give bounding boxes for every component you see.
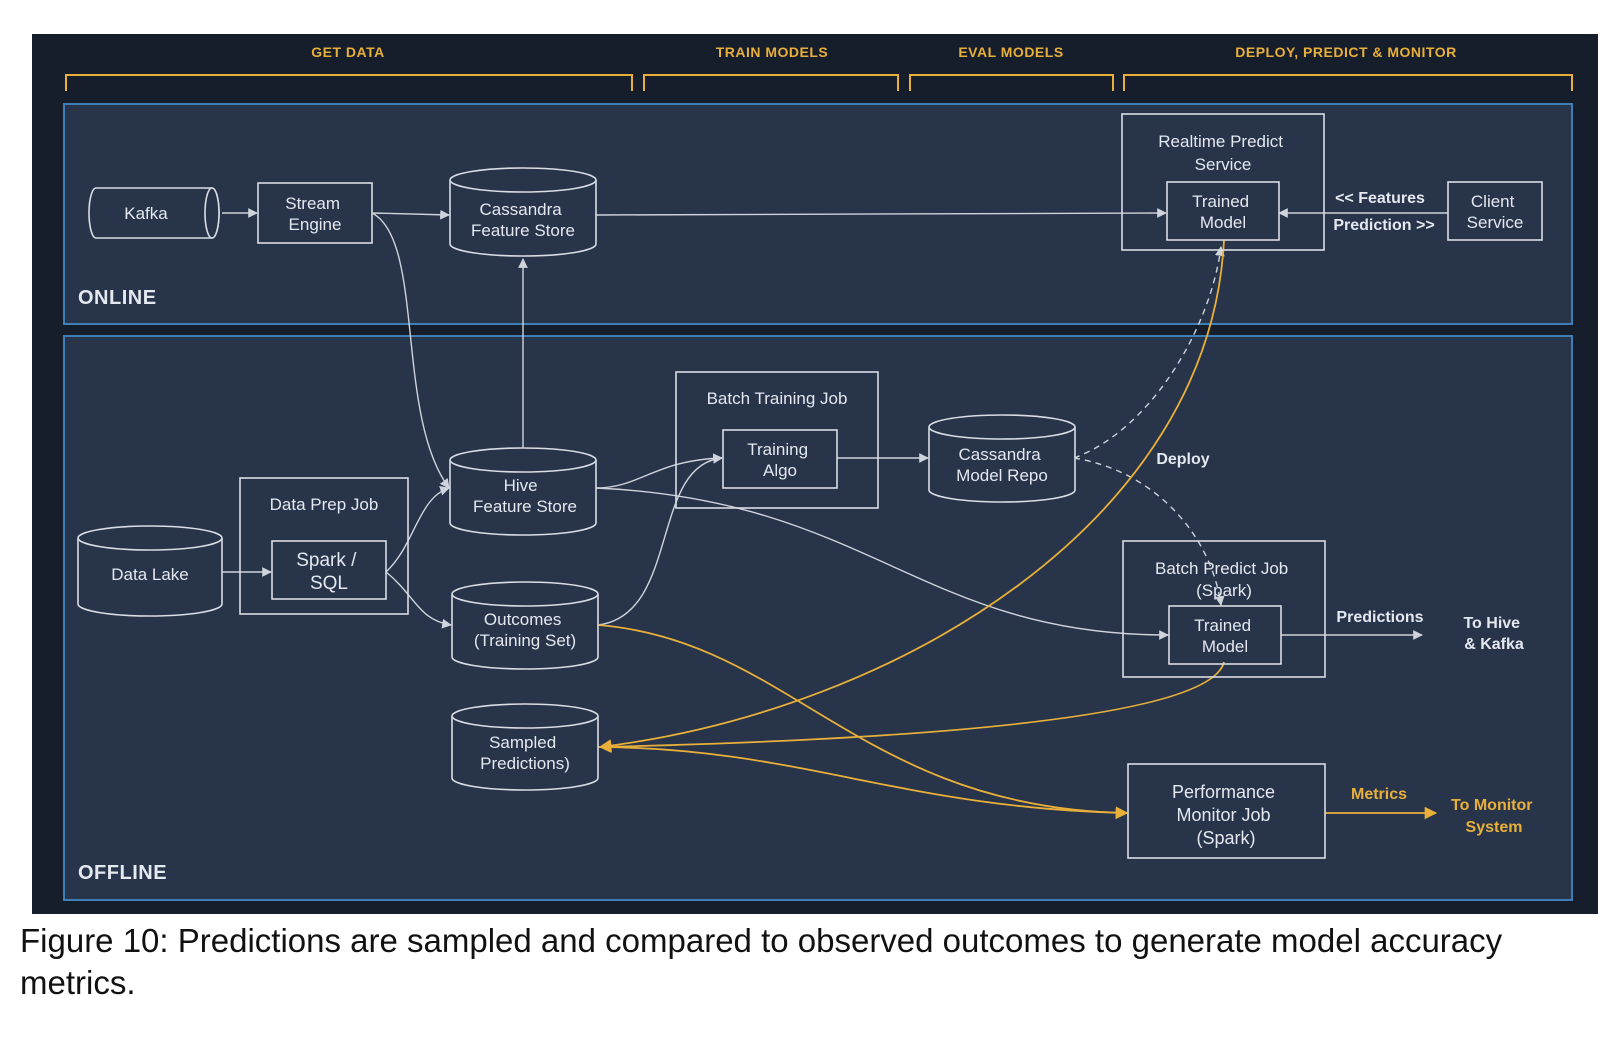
outcomes-label: Outcomes (Training Set) [474,610,576,650]
offline-zone-label: OFFLINE [78,862,167,884]
bracket-deploy [1123,74,1573,91]
predictions-edge-label: Predictions [1336,609,1423,626]
stage-brackets [65,74,1573,91]
batch-predict-job-node: Batch Predict Job (Spark) Trained Model [1122,540,1326,678]
data-lake-node: Data Lake [77,525,223,617]
trained-model-online-node: Trained Model [1166,181,1280,241]
edge-hive-training-algo [595,453,723,489]
training-algo-label: Training Algo [747,440,813,480]
trained-model-batch-label: Trained Model [1194,616,1256,656]
figure-caption: Figure 10: Predictions are sampled and c… [20,922,1503,1001]
sampled-predictions-label: Sampled Predictions) [480,733,570,773]
edge-cassandra-trained-model [595,208,1167,218]
cassandra-feature-store-label: Cassandra Feature Store [471,200,575,240]
connectors [222,208,1448,820]
batch-training-job-node: Batch Training Job Training Algo [675,371,879,509]
bracket-train-models [643,74,899,91]
edge-online-model-sampled [598,239,1225,752]
metrics-edge-label: Metrics [1351,786,1407,803]
edge-outcomes-training-algo [597,453,723,626]
cassandra-feature-store-node: Cassandra Feature Store [449,167,597,257]
data-lake-label: Data Lake [111,565,189,584]
stage-deploy-predict-monitor: DEPLOY, PREDICT & MONITOR [1235,44,1456,60]
sampled-predictions-node: Sampled Predictions) [451,703,599,791]
hive-feature-store-label: Hive Feature Store [473,476,577,516]
to-monitor-system-label: To Monitor System [1451,797,1537,836]
stage-get-data: GET DATA [311,44,384,60]
features-edge-label: << Features [1335,190,1425,207]
cassandra-model-repo-node: Cassandra Model Repo [928,414,1076,503]
hive-feature-store-node: Hive Feature Store [449,447,597,536]
online-zone-label: ONLINE [78,287,157,309]
edge-stream-hive [371,212,450,489]
stage-eval-models: EVAL MODELS [958,44,1063,60]
spark-sql-label: Spark / SQL [296,550,361,594]
architecture-diagram: GET DATA TRAIN MODELS EVAL MODELS DEPLOY… [32,34,1598,914]
deploy-edge-label: Deploy [1156,451,1209,468]
data-prep-job-label: Data Prep Job [270,495,379,514]
cassandra-model-repo-label: Cassandra Model Repo [956,445,1048,485]
edge-batch-model-sampled [598,661,1225,754]
performance-monitor-job-node: Performance Monitor Job (Spark) [1127,763,1326,859]
kafka-node: Kafka [88,187,220,239]
outcomes-node: Outcomes (Training Set) [451,581,599,670]
trained-model-online-label: Trained Model [1192,192,1254,232]
to-hive-kafka-label: To Hive & Kafka [1463,615,1524,653]
bracket-get-data [65,74,633,91]
performance-monitor-job-label: Performance Monitor Job (Spark) [1172,782,1280,848]
spark-sql-node: Spark / SQL [271,540,387,600]
client-service-node: Client Service [1447,181,1543,241]
edge-spark-outcomes [385,571,452,629]
client-service-label: Client Service [1467,192,1524,232]
edge-hive-batch-model [595,487,1169,640]
edge-deploy-online [1073,246,1225,459]
stage-train-models: TRAIN MODELS [716,44,829,60]
trained-model-batch-node: Trained Model [1168,605,1282,665]
edge-sampled-monitor [597,746,1129,820]
realtime-predict-service-label: Realtime Predict Service [1158,132,1287,174]
edge-stream-cassandra [371,209,450,220]
edge-deploy-batch [1073,457,1225,606]
prediction-edge-label: Prediction >> [1333,217,1434,234]
training-algo-node: Training Algo [722,429,838,489]
bracket-eval-models [909,74,1114,91]
edge-outcomes-monitor [597,624,1129,820]
realtime-predict-service-node: Realtime Predict Service Trained Model [1121,113,1325,251]
stream-engine-label: Stream Engine [285,194,345,234]
stream-engine-node: Stream Engine [257,182,373,244]
data-prep-job-node: Data Prep Job Spark / SQL [239,477,409,615]
edge-spark-hive [385,486,450,573]
batch-training-job-label: Batch Training Job [707,389,848,408]
batch-predict-job-label: Batch Predict Job (Spark) [1155,559,1293,600]
kafka-label: Kafka [124,204,168,223]
